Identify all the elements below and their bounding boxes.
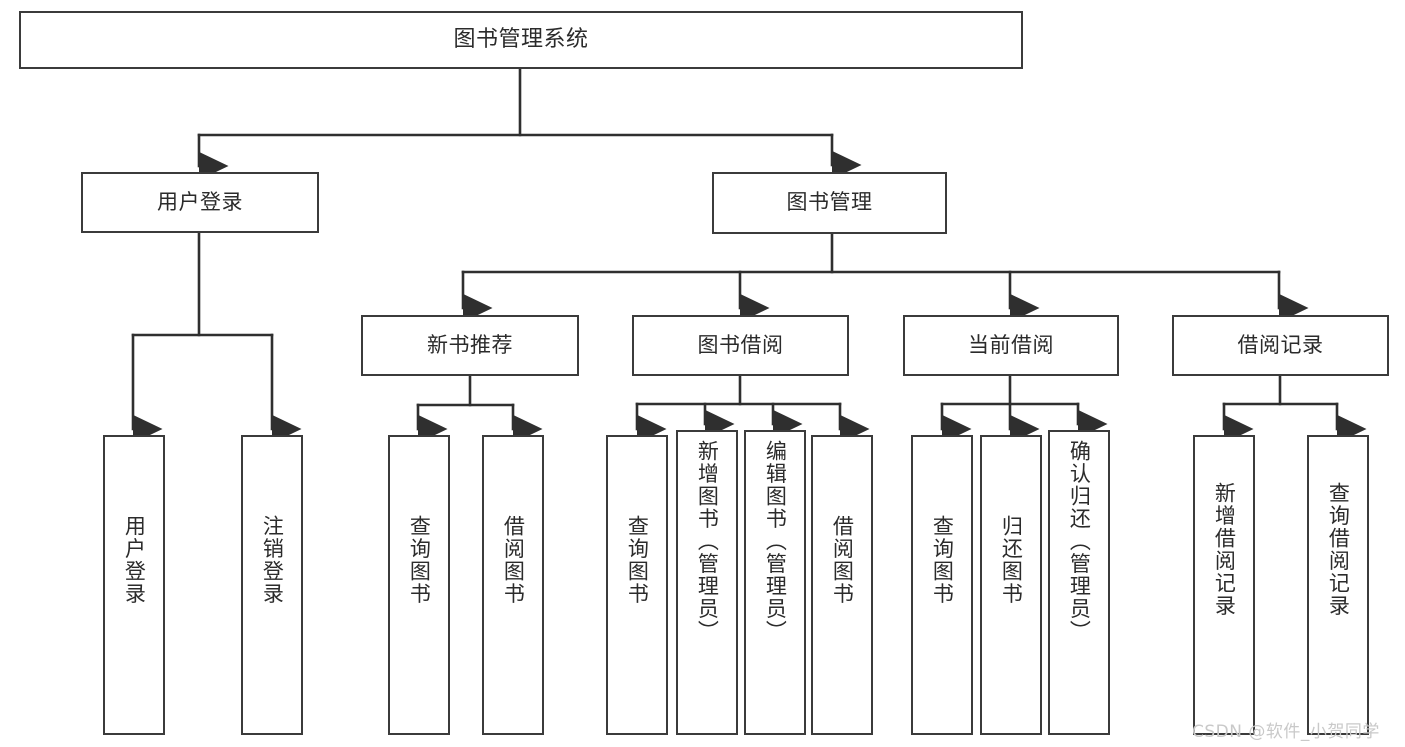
leaf-return-book[interactable]: 归还图书 — [980, 435, 1042, 735]
leaf-query-book-3[interactable]: 查询图书 — [911, 435, 973, 735]
leaf-add-book-label: 新增图书（管理员） — [695, 440, 720, 643]
node-book-manage[interactable]: 图书管理 — [712, 172, 947, 234]
leaf-edit-book[interactable]: 编辑图书（管理员） — [744, 430, 806, 735]
leaf-return-book-label: 归还图书 — [999, 515, 1024, 605]
leaf-borrow-book-1[interactable]: 借阅图书 — [482, 435, 544, 735]
watermark: CSDN @软件_小贺同学 — [1192, 722, 1380, 742]
node-borrow-record[interactable]: 借阅记录 — [1172, 315, 1389, 376]
leaf-confirm-return[interactable]: 确认归还（管理员） — [1048, 430, 1110, 735]
node-borrow-record-label: 借阅记录 — [1237, 332, 1324, 357]
leaf-borrow-book-2-label: 借阅图书 — [830, 515, 855, 605]
leaf-logout-label: 注销登录 — [260, 515, 285, 605]
leaf-query-book-1-label: 查询图书 — [407, 515, 432, 605]
leaf-add-record[interactable]: 新增借阅记录 — [1193, 435, 1255, 735]
node-new-book-recommend[interactable]: 新书推荐 — [361, 315, 579, 376]
node-current-borrow[interactable]: 当前借阅 — [903, 315, 1119, 376]
leaf-query-book-3-label: 查询图书 — [930, 515, 955, 605]
leaf-add-book[interactable]: 新增图书（管理员） — [676, 430, 738, 735]
leaf-confirm-return-label: 确认归还（管理员） — [1067, 440, 1092, 643]
node-root[interactable]: 图书管理系统 — [19, 11, 1023, 69]
leaf-user-login-label: 用户登录 — [122, 515, 147, 605]
leaf-user-login[interactable]: 用户登录 — [103, 435, 165, 735]
leaf-query-record[interactable]: 查询借阅记录 — [1307, 435, 1369, 735]
leaf-logout[interactable]: 注销登录 — [241, 435, 303, 735]
node-current-borrow-label: 当前借阅 — [968, 332, 1054, 357]
node-book-borrow[interactable]: 图书借阅 — [632, 315, 849, 376]
leaf-query-record-label: 查询借阅记录 — [1326, 482, 1351, 617]
leaf-query-book-2[interactable]: 查询图书 — [606, 435, 668, 735]
node-new-book-recommend-label: 新书推荐 — [427, 332, 513, 357]
node-user-login-label: 用户登录 — [157, 189, 243, 214]
leaf-borrow-book-1-label: 借阅图书 — [501, 515, 526, 605]
node-book-borrow-label: 图书借阅 — [697, 332, 784, 357]
node-root-label: 图书管理系统 — [453, 26, 589, 52]
leaf-borrow-book-2[interactable]: 借阅图书 — [811, 435, 873, 735]
leaf-add-record-label: 新增借阅记录 — [1212, 482, 1237, 617]
node-user-login[interactable]: 用户登录 — [81, 172, 319, 233]
leaf-edit-book-label: 编辑图书（管理员） — [763, 440, 788, 643]
node-book-manage-label: 图书管理 — [786, 190, 873, 215]
leaf-query-book-2-label: 查询图书 — [625, 515, 650, 605]
leaf-query-book-1[interactable]: 查询图书 — [388, 435, 450, 735]
